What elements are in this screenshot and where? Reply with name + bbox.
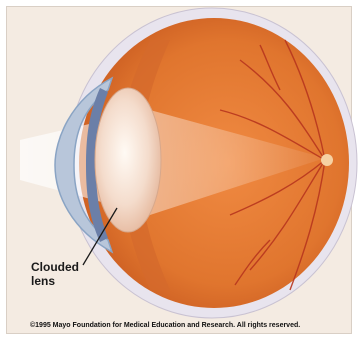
copyright-notice: ©1995 Mayo Foundation for Medical Educat… (30, 322, 300, 329)
label-line-1: Clouded (31, 260, 79, 274)
optic-disc (321, 154, 333, 166)
label-line-2: lens (31, 274, 79, 288)
clouded-lens (95, 88, 161, 232)
clouded-lens-label: Clouded lens (31, 260, 79, 288)
